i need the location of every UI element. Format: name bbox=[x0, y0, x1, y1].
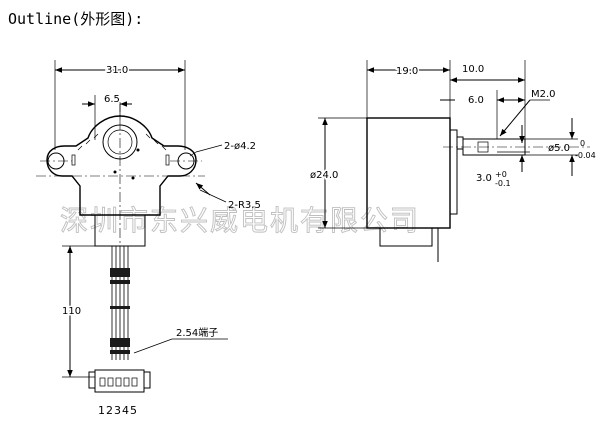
flat-tol-lower: -0.1 bbox=[495, 179, 511, 188]
body-diameter-dimension: ø24.0 bbox=[310, 170, 338, 181]
side-view: 19.0 10.0 6.0 M2.0 ø24.0 ø5.0 0 -0.04 3.… bbox=[309, 60, 596, 262]
flat-length-dimension: 6.0 bbox=[468, 95, 484, 106]
company-watermark: 深圳市东兴威电机有限公司 bbox=[60, 204, 420, 237]
flat-tol-upper: +0 bbox=[495, 170, 507, 179]
connector-housing bbox=[88, 369, 151, 393]
mounting-flange bbox=[46, 115, 197, 216]
shaft-diameter-dimension: ø5.0 bbox=[548, 143, 570, 154]
connector-label: 2.54端子 bbox=[176, 326, 218, 339]
lead-wires bbox=[110, 246, 130, 360]
thread-dimension: M2.0 bbox=[531, 89, 556, 100]
shaft-length-dimension: 10.0 bbox=[462, 64, 484, 75]
flange-radius-dimension: 2-R3.5 bbox=[228, 200, 261, 211]
drawing-title: Outline(外形图): bbox=[8, 10, 143, 28]
front-view: 31.0 6.5 2-ø4.2 2-R3.5 bbox=[36, 60, 261, 417]
wire-housing bbox=[379, 227, 433, 247]
shaft-diameter-tol-upper: 0 bbox=[580, 139, 585, 148]
lead-length-dimension: 110 bbox=[62, 306, 81, 317]
front-width-dimension: 31.0 bbox=[106, 65, 128, 76]
body-length-dimension: 19.0 bbox=[396, 66, 418, 77]
front-offset-dimension: 6.5 bbox=[104, 94, 120, 105]
flat-dimension: 3.0 bbox=[476, 173, 492, 184]
hole-diameter-dimension: 2-ø4.2 bbox=[224, 141, 256, 152]
connector-pin-numbers: 12345 bbox=[98, 404, 138, 417]
shaft-diameter-tol-lower: -0.04 bbox=[575, 151, 596, 160]
